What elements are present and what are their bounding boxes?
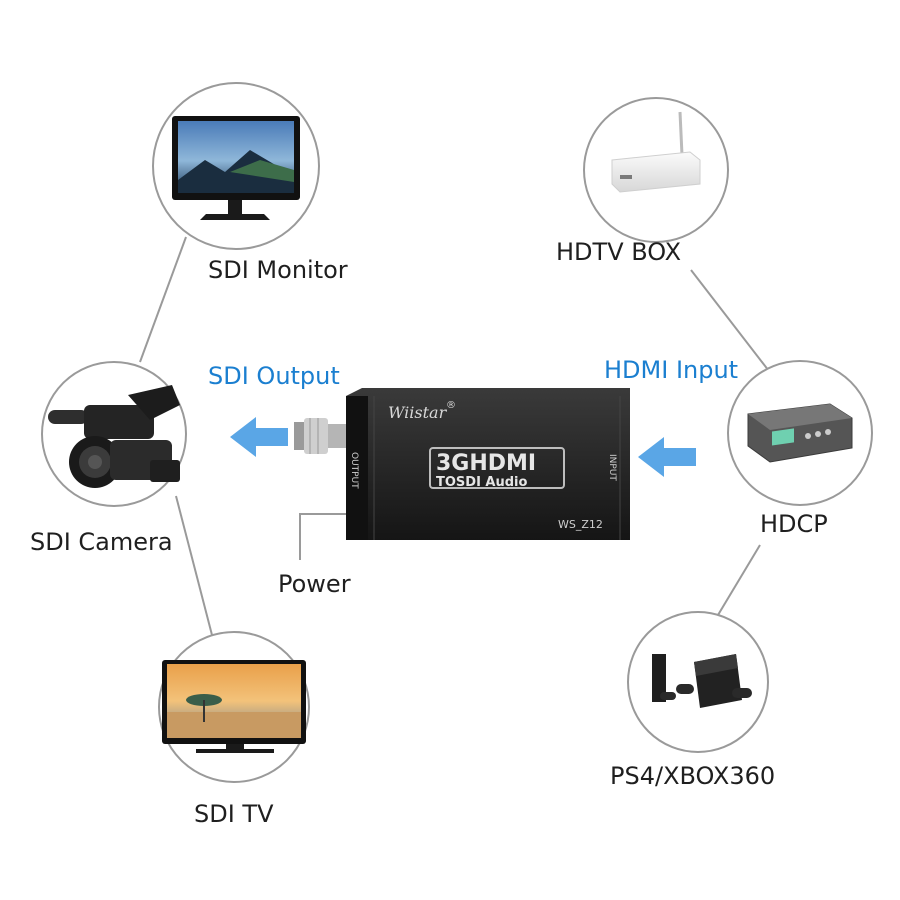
model-subtitle: TOSDI Audio [436, 475, 528, 490]
hdtv-box-node [583, 97, 729, 243]
sdi-monitor-label: SDI Monitor [208, 256, 348, 284]
output-arrow-icon [230, 417, 288, 457]
set-top-box-icon [611, 111, 701, 193]
input-arrow-icon [638, 437, 696, 477]
power-label: Power [278, 570, 351, 598]
sdi-tv-node [158, 631, 310, 783]
hdcp-node [727, 360, 873, 506]
analyzer-device-icon [747, 403, 853, 463]
camcorder-icon [48, 385, 180, 488]
hdcp-label: HDCP [760, 510, 828, 538]
hdmi-input-label: HDMI Input [604, 356, 739, 384]
input-port-label: INPUT [607, 454, 617, 481]
game-console-node [627, 611, 769, 753]
sdi-tv-label: SDI TV [194, 800, 274, 828]
sdi-output-label: SDI Output [208, 362, 340, 390]
television-icon [162, 660, 306, 753]
model-title: 3GHDMI [436, 451, 536, 476]
monitor-icon [172, 116, 300, 220]
registered-mark: ® [446, 400, 456, 411]
ps4-xbox-label: PS4/XBOX360 [610, 762, 776, 790]
output-port-label: OUTPUT [349, 452, 359, 489]
hdmi-to-sdi-converter: Wiistar ® 3GHDMI TOSDI Audio WS_Z12 OUTP… [294, 388, 630, 540]
model-code: WS_Z12 [558, 518, 603, 531]
game-console-icon [652, 654, 752, 708]
sdi-camera-label: SDI Camera [30, 528, 173, 556]
sdi-camera-node [41, 361, 187, 507]
bnc-connector-icon [294, 418, 346, 454]
hdtv-box-label: HDTV BOX [556, 238, 682, 266]
brand-logo: Wiistar [388, 403, 448, 422]
sdi-monitor-node [152, 82, 320, 250]
